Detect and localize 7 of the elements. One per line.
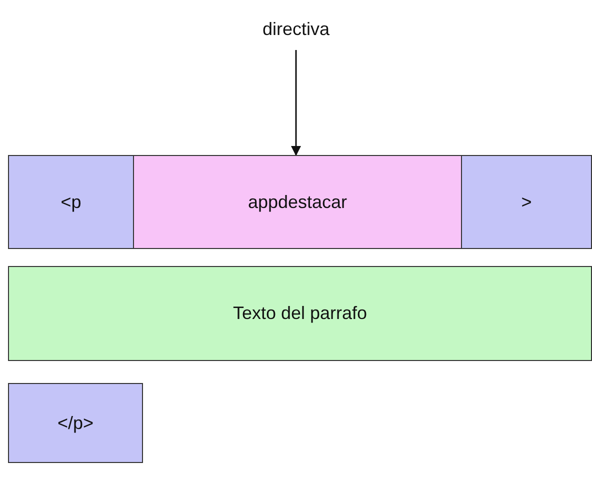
arrow [291, 50, 301, 156]
content-box: Texto del parrafo [8, 266, 592, 361]
directive-box: appdestacar [133, 155, 462, 249]
tag-box: <p [8, 155, 134, 249]
tag-box: > [461, 155, 592, 249]
annotation-text: directiva [246, 14, 346, 44]
tag-box: </p> [8, 383, 143, 463]
